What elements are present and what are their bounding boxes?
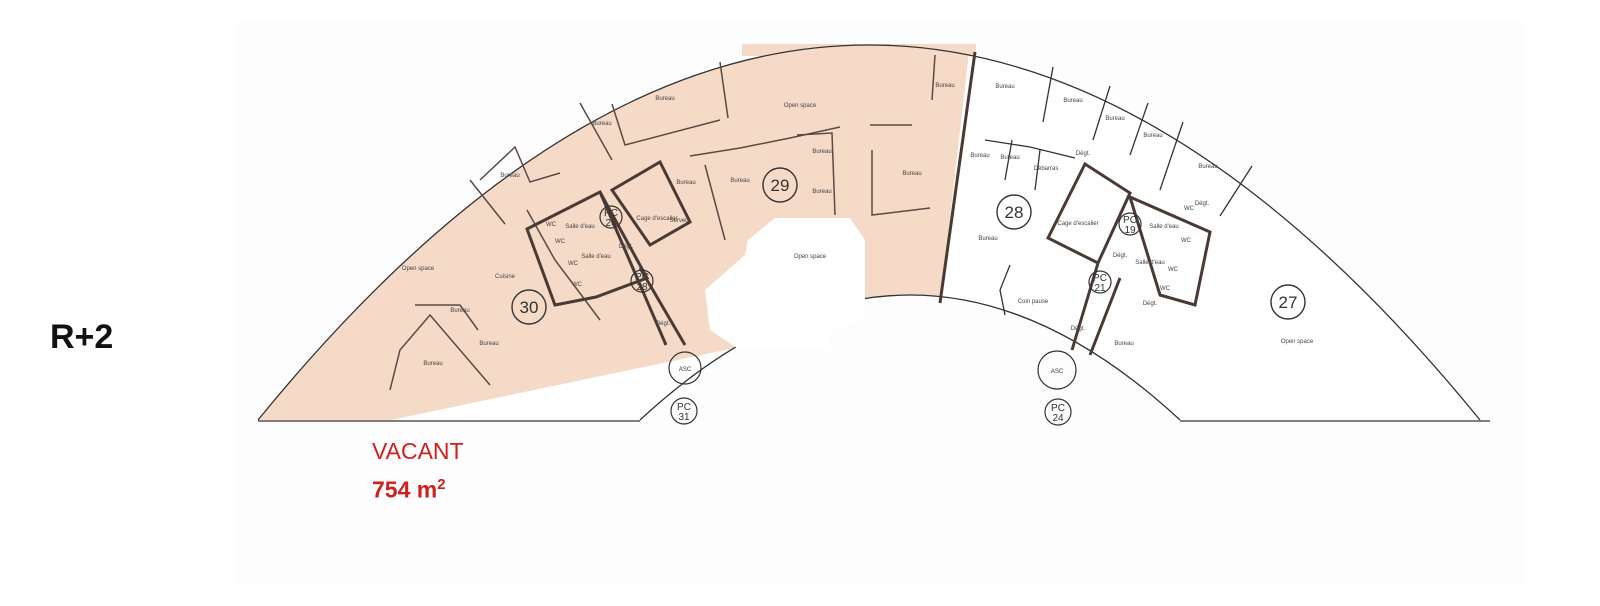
technical-circle	[670, 397, 698, 425]
room-label: Dégt.	[1076, 151, 1091, 157]
area-unit-superscript: 2	[437, 476, 446, 493]
room-label: Bureau	[1114, 341, 1133, 347]
room-label: Bureau	[812, 189, 831, 195]
lot-circle	[762, 167, 798, 203]
room-label: Bureau	[676, 180, 695, 186]
technical-label: ASC	[1051, 369, 1064, 375]
vacancy-status: VACANT	[372, 438, 464, 464]
room-label: Open space	[402, 266, 435, 272]
technical-circle	[630, 269, 654, 293]
lot-markers: 30 29 28 27	[511, 167, 1306, 325]
room-label: Bureau	[1000, 155, 1019, 161]
room-label: Open space	[1281, 339, 1314, 345]
lot-separator	[938, 51, 977, 304]
technical-label: 28	[636, 282, 648, 293]
room-label: Cage d'escalier	[1057, 221, 1098, 227]
room-label: WC	[555, 239, 566, 245]
room-label: Dégt.	[1143, 301, 1158, 307]
technical-label: 31	[678, 412, 690, 423]
room-label: Bureau	[1198, 164, 1217, 170]
lot-number: 29	[771, 176, 790, 195]
room-label: Bureau	[450, 308, 469, 314]
room-label: Cuisine	[495, 274, 516, 280]
technical-label: PC	[604, 208, 618, 219]
technical-label: ASC	[679, 367, 692, 373]
room-label: WC	[546, 222, 557, 228]
room-label: Bureau	[1143, 133, 1162, 139]
technical-label: 26	[605, 218, 617, 229]
room-label: WC	[1168, 267, 1179, 273]
room-label: Salle d'eau	[1149, 224, 1179, 230]
room-label: WC	[1181, 238, 1192, 244]
room-label: Bureau	[995, 84, 1014, 90]
room-label: Open space	[794, 254, 827, 260]
lot-number: 27	[1279, 293, 1298, 312]
room-label: WC	[1184, 206, 1195, 212]
room-label: Bureau	[1105, 116, 1124, 122]
area-value: 754 m	[372, 476, 438, 503]
technical-label: PC	[1123, 215, 1137, 226]
room-label: Salle d'eau	[581, 254, 611, 260]
vacant-area: 754 m2	[372, 476, 446, 504]
room-label: Serveur	[669, 218, 690, 224]
room-label: Dégt.	[1071, 326, 1086, 332]
floor-level-label: R+2	[50, 318, 114, 356]
technical-label: 24	[1052, 413, 1064, 424]
core-left	[525, 159, 692, 346]
room-label: Dégt.	[656, 321, 671, 327]
room-label: Bureau	[978, 236, 997, 242]
technical-label: 21	[1094, 283, 1106, 294]
interior-walls-left	[389, 54, 936, 391]
technical-label: PC	[1093, 273, 1107, 284]
room-label: Débarras	[1034, 166, 1059, 172]
room-label: Bureau	[592, 121, 611, 127]
room-label: Salle d'eau	[1135, 260, 1165, 266]
technical-circle	[599, 205, 623, 229]
technical-label: PC	[1051, 403, 1065, 414]
lot-number: 30	[520, 298, 539, 317]
room-label: Open space	[784, 103, 817, 109]
technical-circle	[668, 351, 702, 385]
technical-circle	[1044, 398, 1072, 426]
room-label: Salle d'eau	[565, 224, 595, 230]
technical-circle	[1088, 270, 1112, 294]
room-label: Bureau	[812, 149, 831, 155]
room-label: Bureau	[423, 361, 442, 367]
inner-facade	[639, 294, 1181, 421]
technical-label: 19	[1124, 225, 1136, 236]
lot-number: 28	[1005, 203, 1024, 222]
room-label: Bureau	[730, 178, 749, 184]
lot-circle	[1270, 284, 1306, 320]
lot-circle	[996, 194, 1032, 230]
room-label: Bureau	[479, 341, 498, 347]
lot-circle	[511, 289, 547, 325]
room-label: WC	[1160, 286, 1171, 292]
room-label: Coin pause	[1018, 299, 1049, 305]
room-label: Bureau	[902, 171, 921, 177]
room-label: Bureau	[1063, 98, 1082, 104]
room-label: Dégt.	[619, 244, 634, 250]
technical-circle	[1118, 212, 1142, 236]
room-label: WC	[572, 282, 583, 288]
masked-area	[705, 218, 865, 350]
room-label: Bureau	[970, 153, 989, 159]
room-label: Bureau	[935, 83, 954, 89]
room-label: Dégt.	[1113, 253, 1128, 259]
technical-label: PC	[635, 272, 649, 283]
technical-label: PC	[677, 402, 691, 413]
interior-walls-right	[984, 66, 1253, 316]
room-label: Dégt.	[1195, 201, 1210, 207]
outer-facade	[257, 44, 1481, 421]
core-right	[1045, 161, 1212, 356]
technical-circle	[1037, 350, 1077, 390]
room-label: Bureau	[500, 173, 519, 179]
room-label: WC	[568, 261, 579, 267]
room-label: Cage d'escalier	[636, 216, 677, 222]
room-label: Bureau	[655, 96, 674, 102]
